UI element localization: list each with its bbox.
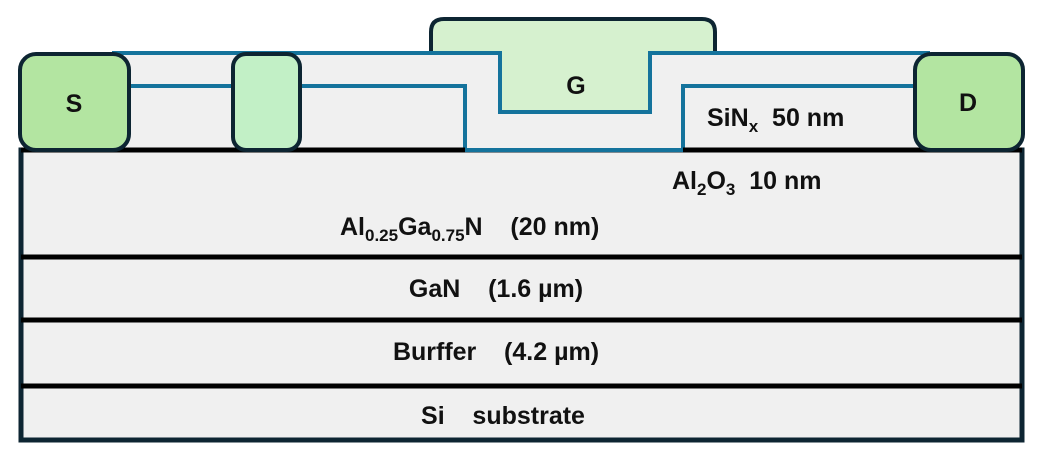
al2o3-boundary-line xyxy=(130,84,914,152)
al2o3-al: Al xyxy=(672,167,697,195)
gate-label: G xyxy=(566,72,585,100)
al2o3-sub-3: 3 xyxy=(726,180,735,199)
algan-al: Al xyxy=(340,213,365,241)
source-label: S xyxy=(66,90,83,118)
al2o3-label: Al2O3 10 nm xyxy=(672,167,822,199)
al2o3-o: O xyxy=(706,167,725,195)
al2o3-sub-2: 2 xyxy=(697,180,706,199)
algan-ga: Ga xyxy=(398,213,432,241)
sinx-boundary-line xyxy=(112,51,930,114)
epi-stack-box xyxy=(18,147,1025,443)
sinx-base: SiN xyxy=(707,104,749,132)
sinx-thickness: 50 nm xyxy=(758,104,844,132)
gan-label: GaN (1.6 µm) xyxy=(409,275,583,303)
field-plate-electrode xyxy=(231,52,302,152)
drain-electrode xyxy=(913,52,1025,152)
al2o3-thickness: 10 nm xyxy=(735,167,821,195)
substrate-label: Si substrate xyxy=(421,402,585,430)
sinx-sub: x xyxy=(749,117,759,136)
source-electrode xyxy=(18,52,131,152)
algan-sub-al: 0.25 xyxy=(365,226,398,245)
drain-label: D xyxy=(959,89,977,117)
algan-label: Al0.25Ga0.75N (20 nm) xyxy=(340,213,599,245)
algan-sub-ga: 0.75 xyxy=(431,226,464,245)
buffer-label: Burffer (4.2 µm) xyxy=(393,338,599,366)
algan-thickness: (20 nm) xyxy=(483,213,600,241)
algan-n: N xyxy=(465,213,483,241)
sinx-label: SiNx 50 nm xyxy=(707,104,844,136)
